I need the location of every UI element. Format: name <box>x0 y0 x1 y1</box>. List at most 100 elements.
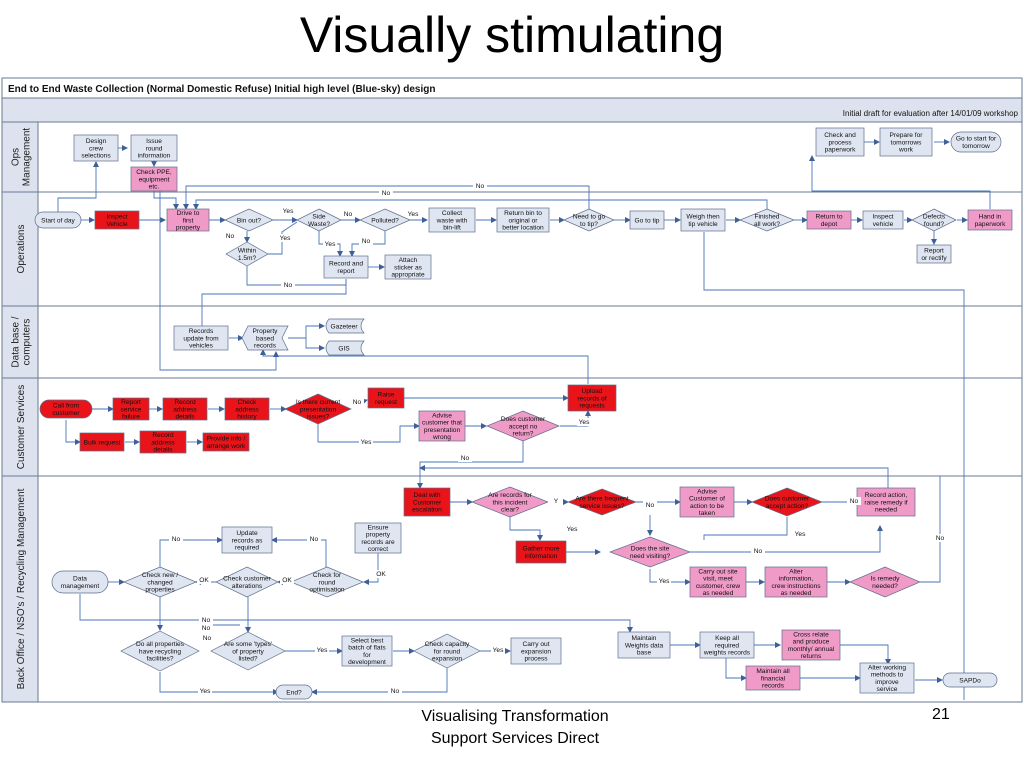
edge-label: No <box>202 625 211 632</box>
edge-n60-yes <box>159 672 279 695</box>
edge-label: No <box>391 688 400 695</box>
edge-label-bg <box>281 207 295 215</box>
node-n38: Bulk request <box>79 432 125 452</box>
node-label: End? <box>286 689 302 696</box>
node-n40: Provide info /arrange work <box>202 432 250 452</box>
edge-label: No <box>202 617 211 624</box>
edge-label: No <box>226 233 235 240</box>
edge-n68-n70 <box>840 644 891 665</box>
lane-label-bo: Back Office / NSO's / Recycling Manageme… <box>16 488 27 689</box>
node-shape <box>967 209 1013 231</box>
edge-label-bg <box>473 182 487 190</box>
node-shape <box>275 684 313 700</box>
node-shape <box>806 210 852 230</box>
edge-label: No <box>646 502 655 509</box>
edge-n48-cs <box>419 465 889 488</box>
edge-label-bg <box>350 398 364 406</box>
edge-label-bg <box>199 616 213 624</box>
node-shape <box>418 410 466 442</box>
edge-label-bg <box>359 237 373 245</box>
page-number: 21 <box>932 706 950 723</box>
edge-n59-no <box>271 537 327 567</box>
edge-n19-n9-no <box>193 199 768 210</box>
node-shape <box>950 131 1002 153</box>
node-label: Polluted? <box>371 217 399 224</box>
edge-label-bg <box>199 624 213 632</box>
node-shape <box>510 637 562 665</box>
edge-n18-n27 <box>703 232 965 700</box>
node-shape <box>739 208 795 232</box>
edge-label: Yes <box>280 235 291 242</box>
node-shape <box>629 210 665 230</box>
edge-label-bg <box>491 646 505 654</box>
edge-label: Yes <box>659 578 670 585</box>
node-shape <box>225 241 269 267</box>
edge-label: Y <box>554 498 559 505</box>
edge-label-bg <box>388 687 402 695</box>
edge-n44-n49 <box>509 517 543 541</box>
edge-label: No <box>850 498 859 505</box>
node-shape <box>617 631 671 659</box>
edge-label: No <box>310 536 319 543</box>
node-shape <box>815 127 865 157</box>
lane-label-db: Data base /computers <box>11 316 33 367</box>
edge-label-bg <box>379 189 393 197</box>
node-shape <box>51 570 109 594</box>
edge-n63-no <box>311 668 448 695</box>
edge-label-bg <box>406 210 420 218</box>
node-shape <box>563 208 615 232</box>
node-shape <box>879 127 933 157</box>
edge-n23-n4 <box>809 155 991 209</box>
edge-label-bg <box>198 687 212 695</box>
edge-label: Yes <box>317 647 328 654</box>
node-shape <box>323 255 369 279</box>
edge-label: No <box>754 548 763 555</box>
node-shape <box>367 387 405 409</box>
edge-label-bg <box>223 232 237 240</box>
node-shape <box>224 397 270 421</box>
edge-label: Yes <box>408 211 419 218</box>
